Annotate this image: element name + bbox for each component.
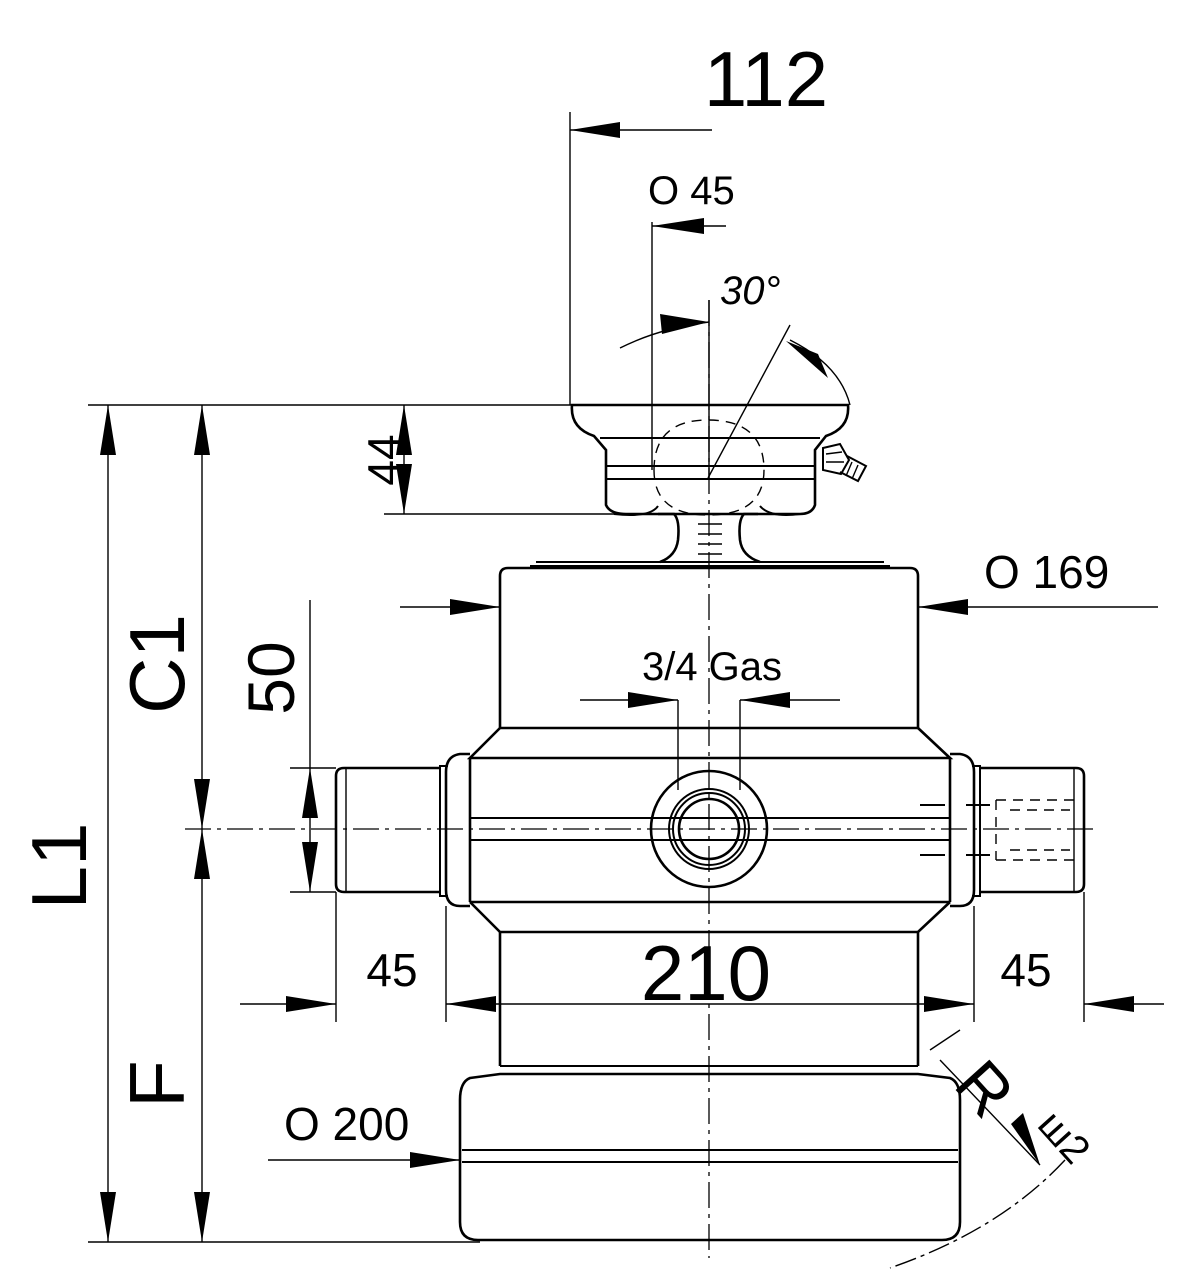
label-offset-112: 112 <box>704 35 828 123</box>
label-port-thread: 3/4 Gas <box>642 645 782 689</box>
label-trunnion-span: 210 <box>641 929 771 1017</box>
label-barrel-diameter: O 169 <box>984 546 1109 598</box>
label-radius: R <box>942 1046 1029 1131</box>
label-base-f: F <box>113 1060 201 1108</box>
label-base-diameter: O 200 <box>284 1098 409 1150</box>
dim-head-height <box>396 405 412 514</box>
label-trunnion-left: 45 <box>366 944 417 996</box>
dim-c1 <box>194 405 210 829</box>
dim-trunnion-span <box>240 996 1164 1012</box>
dim-pin-diameter <box>652 218 726 234</box>
dim-barrel-diameter <box>400 599 1158 615</box>
trunnion-body <box>334 752 1086 934</box>
ball-head <box>570 403 850 516</box>
label-trunnion-right: 45 <box>1000 944 1051 996</box>
dim-f <box>194 829 210 1242</box>
dim-radius <box>889 1029 1066 1269</box>
upper-barrel <box>466 566 954 760</box>
dim-port-thread <box>580 692 840 708</box>
label-stroke-c1: C1 <box>113 614 201 714</box>
grease-nipple <box>822 442 868 483</box>
dim-112 <box>570 122 712 138</box>
label-head-height: 44 <box>358 434 410 485</box>
label-pin-diameter: O 45 <box>648 169 735 213</box>
dim-l1 <box>100 405 116 1242</box>
label-radius-sub: ш2 <box>1029 1103 1098 1173</box>
extension-lines <box>88 112 1085 1243</box>
oil-port <box>649 700 769 889</box>
cylinder-base <box>458 1072 962 1242</box>
label-swivel-angle: 30° <box>720 269 781 313</box>
piston-neck <box>530 512 890 567</box>
label-trunnion-height: 50 <box>234 641 308 714</box>
label-total-l1: L1 <box>15 823 103 910</box>
dim-base-diameter <box>268 1152 460 1168</box>
dim-trunnion-height <box>302 768 318 892</box>
dim-swivel-angle <box>619 300 851 480</box>
lower-barrel <box>498 932 920 1067</box>
